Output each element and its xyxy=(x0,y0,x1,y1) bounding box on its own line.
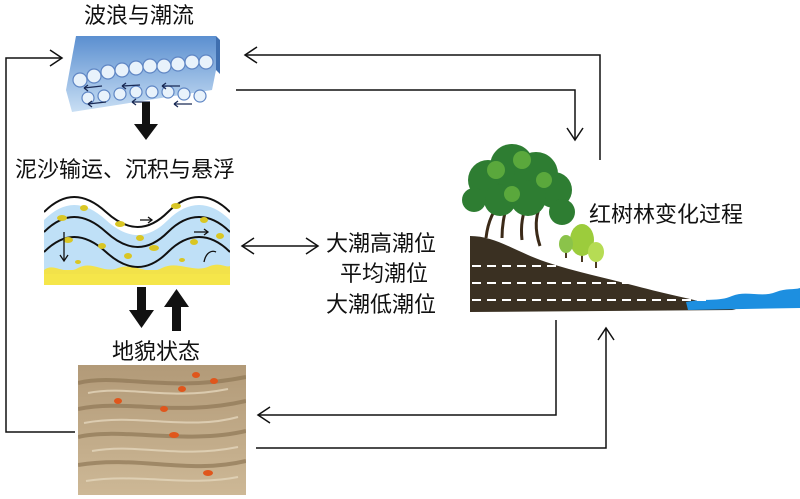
young-mangrove xyxy=(559,224,604,268)
sediment-transport-image xyxy=(44,190,230,285)
tide-level-low: 大潮低潮位 xyxy=(326,293,437,318)
tide-level-mean: 平均潮位 xyxy=(340,262,429,287)
mangrove-profile-image xyxy=(462,144,800,312)
mangrove-tree xyxy=(462,144,575,247)
mangrove-label: 红树林变化过程 xyxy=(589,203,744,228)
landform-photo xyxy=(78,365,246,495)
landform-label: 地貌状态 xyxy=(112,340,201,365)
wave-current-image xyxy=(66,36,220,112)
tide-level-high: 大潮高潮位 xyxy=(326,232,437,257)
waves-label: 波浪与潮流 xyxy=(84,4,195,29)
sediment-label: 泥沙输运、沉积与悬浮 xyxy=(15,158,236,183)
